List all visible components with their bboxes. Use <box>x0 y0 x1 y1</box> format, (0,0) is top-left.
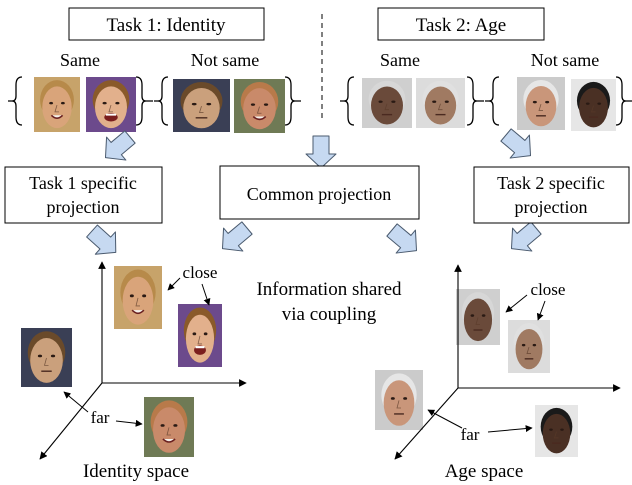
face-identity-same-woman-smiling-icon <box>34 77 80 132</box>
common-projection-label: Common projection <box>247 184 391 204</box>
task1-same-label: Same <box>60 50 100 70</box>
arrow-task1-to-identity-space-icon <box>86 224 117 255</box>
arrow-task2-to-age-space-icon <box>510 221 542 252</box>
age-close-arrow-b <box>536 300 546 321</box>
arrow-to-task1-projection-icon <box>104 130 136 161</box>
task1-title-box: Task 1: Identity <box>68 7 265 41</box>
age-close-arrow-a <box>505 294 528 313</box>
face-identity-different-man-b-icon <box>234 79 285 133</box>
age-space-axes <box>394 264 621 460</box>
arrow-common-to-age-space-icon <box>386 223 418 254</box>
task2-same-label: Same <box>380 50 420 70</box>
coupling-text-line2: via coupling <box>282 304 377 325</box>
age-close-label: close <box>531 280 566 299</box>
pair-braces <box>8 76 632 126</box>
face-identity-different-man-b-icon-space <box>144 397 194 457</box>
task2-title: Task 2: Age <box>416 15 507 36</box>
face-identity-different-man-a-icon <box>173 79 230 132</box>
coupling-text-line1: Information shared <box>256 279 402 300</box>
face-identity-different-man-a-icon-space <box>21 328 72 387</box>
identity-close-arrow-a <box>167 277 181 291</box>
identity-close-label: close <box>183 263 218 282</box>
task2-not-same-label: Not same <box>531 50 599 70</box>
face-age-different-young-man-icon <box>571 79 616 131</box>
face-age-same-elder-a-icon-space <box>456 289 500 345</box>
age-space-label: Age space <box>445 461 524 482</box>
arrow-to-common-projection-icon <box>305 135 337 169</box>
task1-projection-line2: projection <box>47 197 120 217</box>
identity-far-arrow-b <box>115 419 143 427</box>
identity-far-arrow-a <box>63 391 89 413</box>
face-age-different-young-man-icon-space <box>535 405 578 457</box>
task2-projection-line1: Task 2 specific <box>497 173 605 193</box>
face-identity-same-woman-laughing-icon-space <box>178 304 222 367</box>
face-age-same-elder-b-icon <box>416 78 465 128</box>
face-age-same-elder-b-icon-space <box>508 320 550 373</box>
age-far-arrow-a <box>427 409 463 429</box>
arrow-common-to-identity-space-icon <box>221 221 253 252</box>
identity-far-label: far <box>91 408 110 427</box>
face-photos <box>21 77 616 457</box>
task1-title: Task 1: Identity <box>107 15 226 36</box>
task2-title-box: Task 2: Age <box>377 7 545 41</box>
task1-specific-projection-box: Task 1 specific projection <box>4 166 163 224</box>
task1-projection-line1: Task 1 specific <box>29 173 137 193</box>
face-age-different-elder-icon <box>517 77 565 130</box>
face-identity-same-woman-laughing-icon <box>86 77 136 132</box>
age-far-label: far <box>461 425 480 444</box>
identity-close-arrow-b <box>201 283 211 306</box>
face-age-same-elder-a-icon <box>362 78 412 128</box>
arrow-to-task2-projection-icon <box>500 128 532 159</box>
common-projection-box: Common projection <box>219 165 420 220</box>
age-far-arrow-b <box>487 425 533 433</box>
task2-projection-line2: projection <box>515 197 588 217</box>
block-arrows <box>86 128 542 255</box>
identity-space-axes <box>39 261 247 460</box>
face-identity-same-woman-smiling-icon-space <box>114 266 162 329</box>
face-age-different-elder-icon-space <box>375 370 423 430</box>
identity-space-label: Identity space <box>83 461 189 482</box>
task1-not-same-label: Not same <box>191 50 259 70</box>
task2-specific-projection-box: Task 2 specific projection <box>473 166 630 224</box>
